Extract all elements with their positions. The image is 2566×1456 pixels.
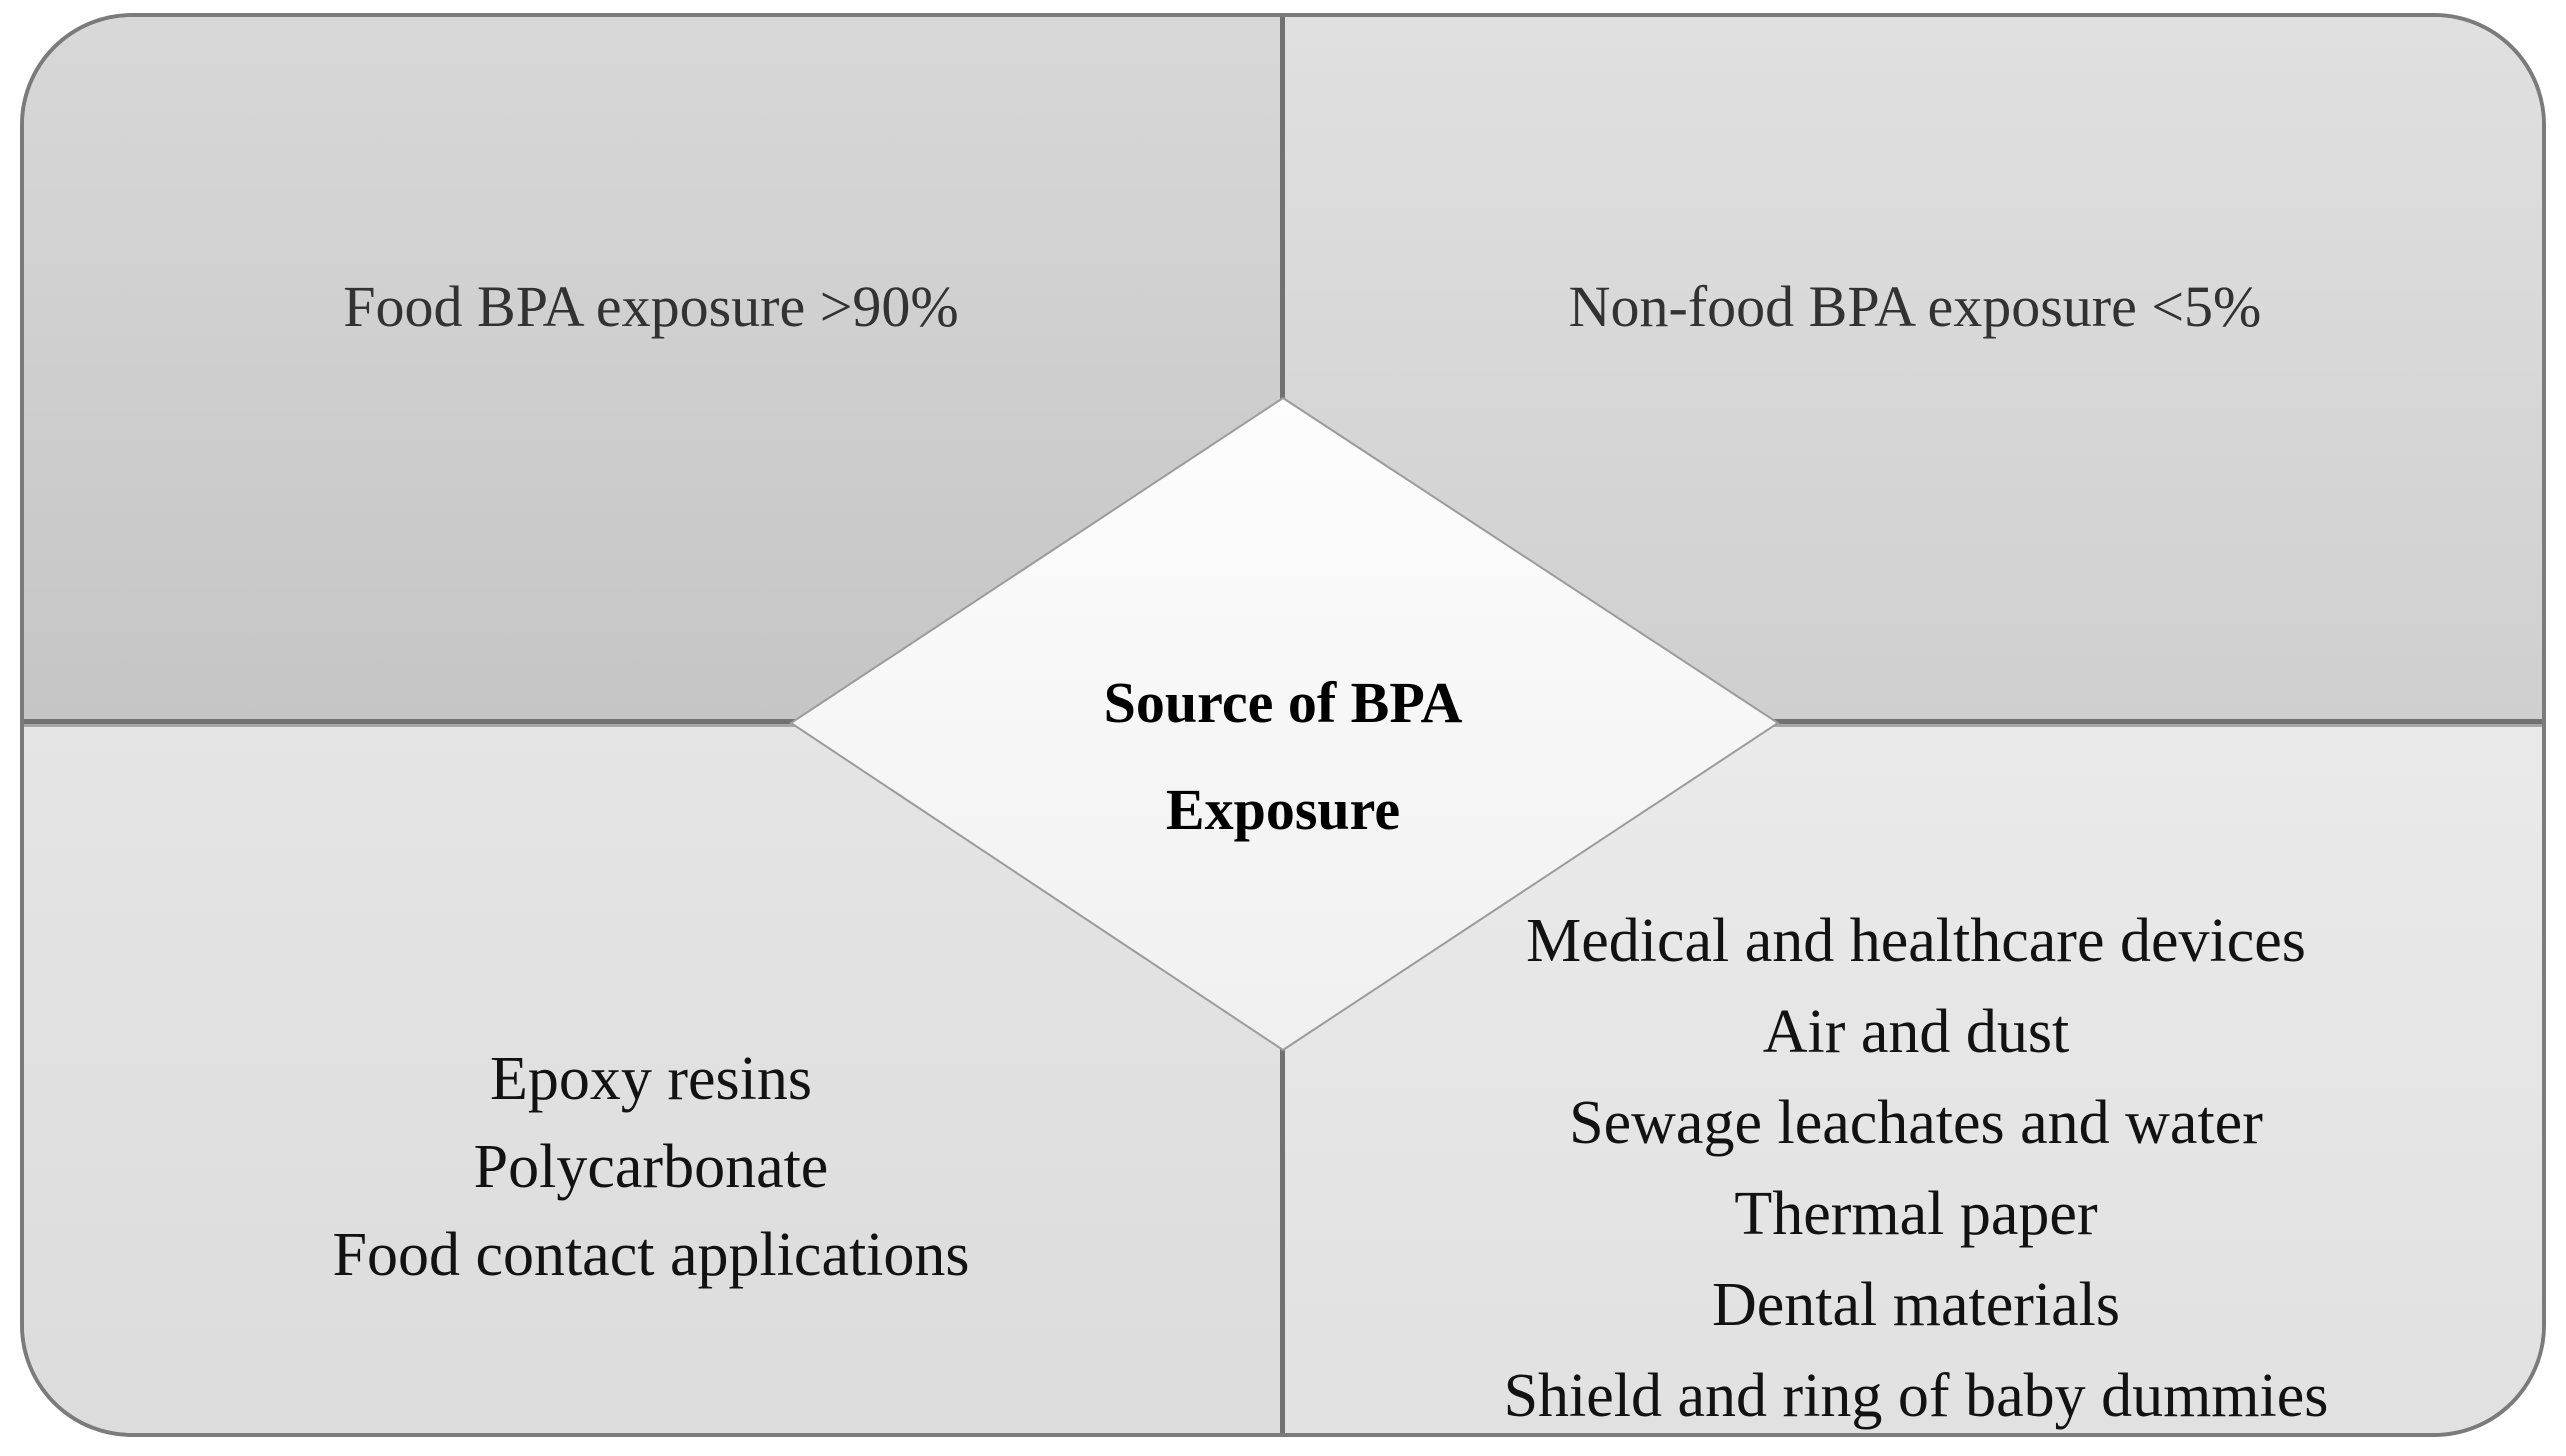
nonfood-exposure-label: Non-food BPA exposure <5%	[1568, 274, 2262, 339]
nonfood-source-item: Air and dust	[1762, 998, 2070, 1066]
nonfood-source-item: Thermal paper	[1734, 1180, 2098, 1248]
nonfood-source-item: Sewage leachates and water	[1569, 1089, 2263, 1157]
nonfood-source-item: Dental materials	[1712, 1271, 2120, 1339]
food-exposure-label: Food BPA exposure >90%	[343, 274, 959, 339]
nonfood-source-item: Shield and ring of baby dummies	[1503, 1362, 2329, 1430]
food-source-item: Polycarbonate	[473, 1133, 829, 1201]
diamond-title-line2: Exposure	[1165, 777, 1401, 842]
food-source-item: Epoxy resins	[489, 1045, 813, 1113]
nonfood-source-item: Medical and healthcare devices	[1526, 907, 2306, 975]
center-diamond	[789, 396, 1780, 1052]
diamond-title-line1: Source of BPA	[1103, 670, 1463, 735]
food-source-item: Food contact applications	[332, 1221, 970, 1289]
